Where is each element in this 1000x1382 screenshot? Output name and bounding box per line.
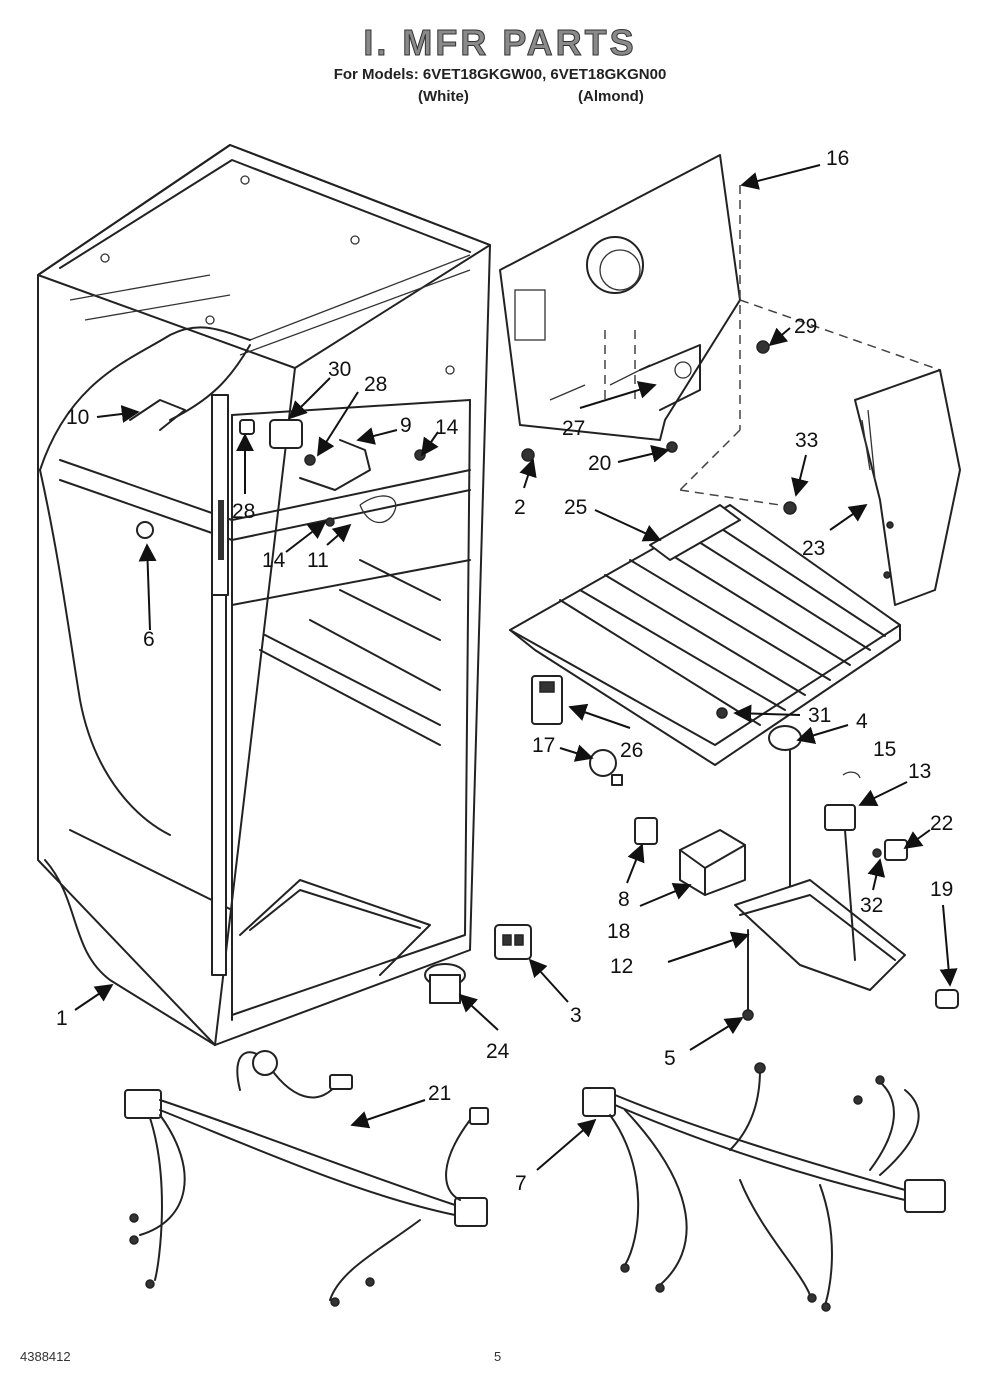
callout-18: 18 xyxy=(607,920,630,943)
callout-14b: 14 xyxy=(262,549,286,572)
callout-7: 7 xyxy=(515,1172,527,1195)
callout-11: 11 xyxy=(307,549,329,572)
variant-almond-label: (Almond) xyxy=(578,88,644,105)
callout-10: 10 xyxy=(66,406,89,429)
callout-26: 26 xyxy=(620,739,643,762)
control-parts xyxy=(531,675,959,1021)
callout-13: 13 xyxy=(908,760,931,783)
callout-4: 4 xyxy=(856,710,868,733)
page-title: I. MFR PARTS xyxy=(363,22,637,64)
model-numbers: For Models: 6VET18GKGW00, 6VET18GKGN00 xyxy=(333,66,667,83)
callout-28a: 28 xyxy=(232,500,255,523)
callout-33: 33 xyxy=(795,429,818,452)
callout-numbers: 1 2 3 4 5 6 7 8 9 10 11 12 13 14 14 15 1… xyxy=(56,147,953,1195)
callout-22: 22 xyxy=(930,812,953,835)
bottom-parts xyxy=(424,924,532,1004)
callout-15: 15 xyxy=(873,738,896,761)
callout-30: 30 xyxy=(328,358,351,381)
callout-29: 29 xyxy=(794,315,817,338)
callout-6: 6 xyxy=(143,628,155,651)
callout-20: 20 xyxy=(588,452,611,475)
callout-3: 3 xyxy=(570,1004,582,1027)
wiring-harness-right xyxy=(582,1062,946,1312)
callout-12: 12 xyxy=(610,955,633,978)
callout-19: 19 xyxy=(930,878,953,901)
callout-27: 27 xyxy=(562,417,585,440)
wiring-harness-left xyxy=(124,1050,489,1307)
callout-5: 5 xyxy=(664,1047,676,1070)
callout-14a: 14 xyxy=(435,416,459,439)
callout-16: 16 xyxy=(826,147,849,170)
callout-25: 25 xyxy=(564,496,587,519)
callout-17: 17 xyxy=(532,734,555,757)
callout-23: 23 xyxy=(802,537,825,560)
callout-32: 32 xyxy=(860,894,883,917)
callout-24: 24 xyxy=(486,1040,510,1063)
callout-arrows xyxy=(74,164,958,1171)
document-code: 4388412 xyxy=(20,1349,71,1364)
page-number: 5 xyxy=(494,1349,502,1364)
callout-21: 21 xyxy=(428,1082,451,1105)
evaporator-shelf xyxy=(509,504,901,766)
air-duct xyxy=(783,369,961,606)
callout-1: 1 xyxy=(56,1007,68,1030)
variant-white-label: (White) xyxy=(418,88,469,105)
callout-2: 2 xyxy=(514,496,526,519)
callout-28b: 28 xyxy=(364,373,387,396)
callout-31: 31 xyxy=(808,704,831,727)
callout-9: 9 xyxy=(400,414,412,437)
callout-8: 8 xyxy=(618,888,630,911)
refrigerator-liner xyxy=(37,144,491,1046)
